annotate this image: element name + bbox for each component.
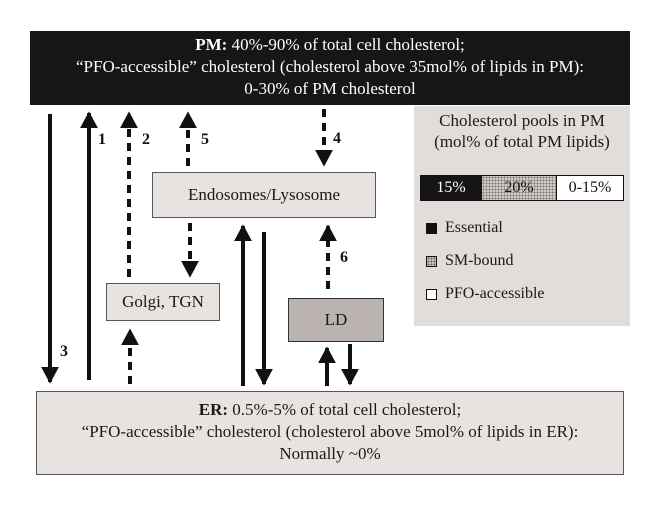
arrow-label-4: 4 [333, 130, 341, 147]
legend-item-sm-bound: SM-bound [426, 251, 513, 271]
legend-item-pfo-accessible: PFO-accessible [426, 284, 545, 304]
er-box: ER: 0.5%-5% of total cell cholesterol; “… [36, 391, 624, 475]
arrow-label-5: 5 [201, 131, 209, 148]
pm-line1: PM: 40%-90% of total cell cholesterol; [195, 35, 465, 54]
pools-bar: 15% 20% 0-15% [420, 175, 624, 201]
arrow-label-2: 2 [142, 131, 150, 148]
golgi-tgn-box: Golgi, TGN [106, 283, 220, 321]
pm-line2: “PFO-accessible” cholesterol (cholestero… [76, 57, 584, 76]
pool-segment-sm-bound: 20% [481, 176, 557, 200]
pm-line3: 0-30% of PM cholesterol [244, 79, 416, 98]
er-line1: ER: 0.5%-5% of total cell cholesterol; [198, 400, 462, 419]
lipid-droplet-box: LD [288, 298, 384, 342]
pool-segment-essential: 15% [421, 176, 481, 200]
legend-item-essential: Essential [426, 218, 503, 238]
arrow-label-1: 1 [98, 131, 106, 148]
essential-swatch-icon [426, 222, 437, 234]
pm-box: PM: 40%-90% of total cell cholesterol; “… [30, 31, 630, 105]
pools-title: Cholesterol pools in PM (mol% of total P… [434, 111, 610, 151]
sm-bound-swatch-icon [426, 255, 437, 267]
er-line3: Normally ~0% [279, 444, 381, 463]
endosomes-lysosome-box: Endosomes/Lysosome [152, 172, 376, 218]
er-line2: “PFO-accessible” cholesterol (cholestero… [81, 422, 579, 441]
pfo-accessible-swatch-icon [426, 288, 437, 300]
arrow-label-6: 6 [340, 249, 348, 266]
arrow-label-3: 3 [60, 343, 68, 360]
cholesterol-pools-panel: Cholesterol pools in PM (mol% of total P… [414, 106, 630, 326]
pool-segment-pfo-accessible: 0-15% [557, 176, 623, 200]
